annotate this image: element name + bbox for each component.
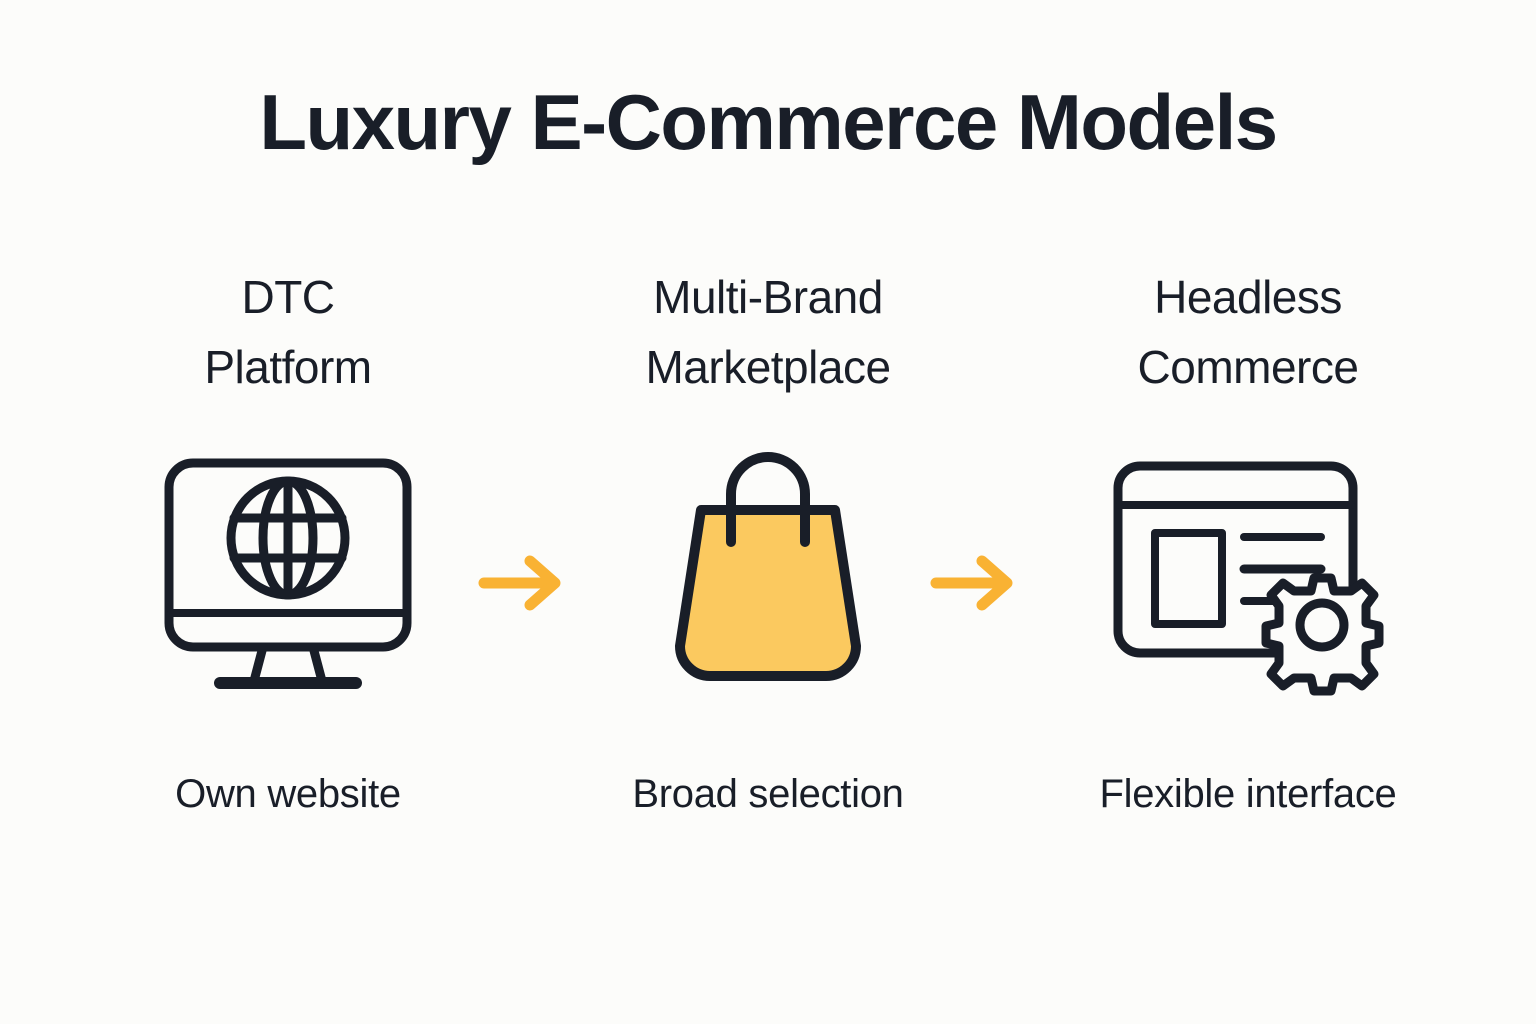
shopping-bag-icon [675,452,861,681]
monitor-globe-icon [164,458,412,689]
column-heading-multi-brand-marketplace: Multi-Brand Marketplace [645,271,891,393]
column-caption-broad-selection: Broad selection [632,772,904,816]
icon-container-multi-brand-marketplace [653,450,883,700]
model-column-headless-commerce: Headless Commerce [1058,262,1438,818]
column-heading-headless-commerce: Headless Commerce [1137,271,1359,393]
column-caption-own-website: Own website [175,772,401,816]
arrow-right-2-icon [930,555,1013,611]
model-columns: DTC Platform [98,262,1438,818]
icon-container-dtc-platform [158,450,418,700]
model-column-dtc-platform: DTC Platform [98,262,478,818]
page-title: Luxury E-Commerce Models [259,78,1278,166]
column-heading-dtc-platform: DTC Platform [204,271,372,393]
browser-window-gear-icon [1113,461,1384,696]
arrow-right-1-icon [478,555,561,611]
model-column-multi-brand-marketplace: Multi-Brand Marketplace Broad selection [578,262,958,818]
gear-shape [1261,573,1384,696]
icon-container-headless-commerce [1108,450,1388,700]
column-caption-flexible-interface: Flexible interface [1099,772,1397,816]
